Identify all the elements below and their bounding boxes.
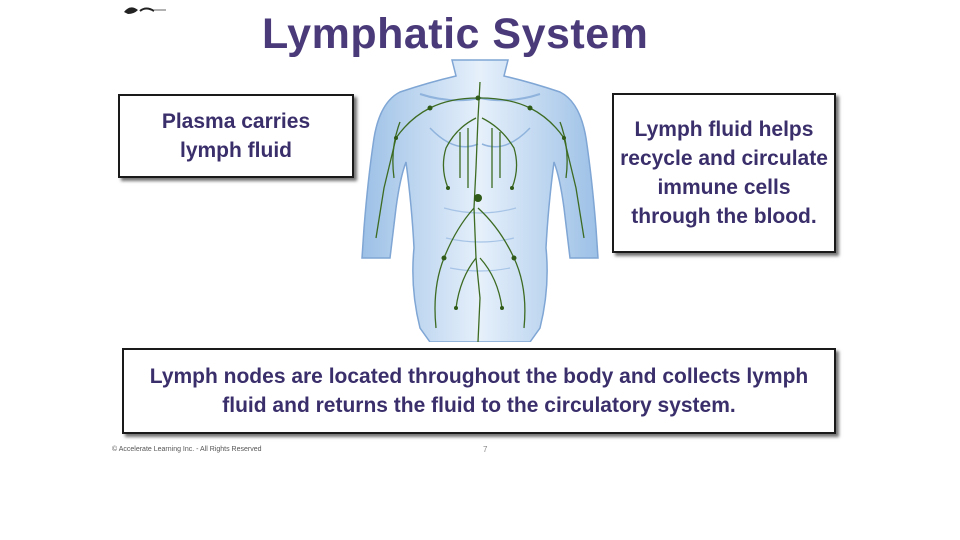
callout-lymph-fluid-box: Lymph fluid helps recycle and circulate … <box>612 93 836 253</box>
callout-lymph-fluid-text: Lymph fluid helps recycle and circulate … <box>620 118 828 228</box>
callout-plasma-text: Plasma carries lymph fluid <box>161 110 311 162</box>
callout-lymph-nodes-box: Lymph nodes are located throughout the b… <box>122 348 836 434</box>
callout-plasma-box: Plasma carries lymph fluid <box>118 94 354 178</box>
page-number: 7 <box>483 445 488 454</box>
callout-lymph-nodes-text: Lymph nodes are located throughout the b… <box>149 365 809 417</box>
slide-title: Lymphatic System <box>262 10 649 58</box>
lymphatic-body-illustration <box>361 59 599 342</box>
logo-mark-icon <box>124 7 166 14</box>
footer-copyright: © Accelerate Learning Inc. - All Rights … <box>112 446 262 453</box>
